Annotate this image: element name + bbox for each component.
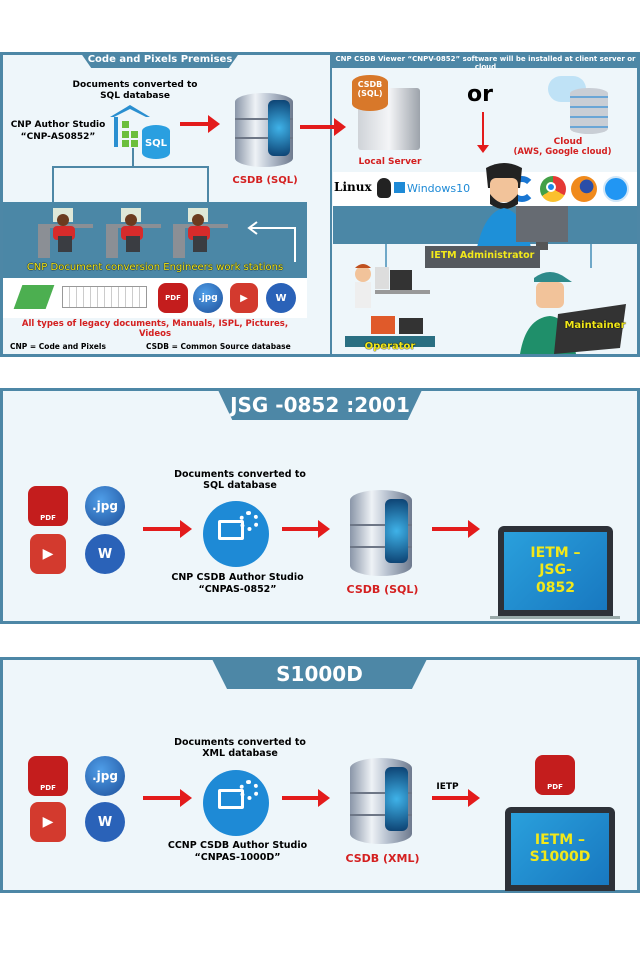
ietm-screen-label: IETM – S1000D [511,813,609,885]
cloud-label: Cloud [553,137,583,147]
sql-cylinder-icon: SQL [142,125,170,159]
arrow-down [482,112,484,148]
csdb-label: CSDB (XML) [345,852,420,865]
viewer-title: CNP CSDB Viewer “CNPV-0852” software wil… [335,55,636,72]
windows-icon [394,182,405,193]
ietm-screen-label: IETM – JSG-0852 [504,532,607,610]
author-studio-icon [203,770,269,836]
maintainer-label: Maintainer [564,320,626,331]
sql-label: SQL [144,138,168,149]
video-icon: ▶ [30,534,66,574]
safari-icon [603,176,629,202]
author-studio-label: CNP Author Studio [10,120,106,130]
csdb-database-icon [235,93,293,167]
author-studio-code: “CNP-AS0852” [20,132,96,142]
local-server-label: Local Server [358,157,422,167]
jpg-icon: .jpg [193,283,223,313]
cloud-database-icon [570,88,608,134]
cnp-definition: CNP = Code and Pixels [10,342,106,351]
chrome-icon [540,176,566,202]
tux-icon [377,178,391,198]
arrow-down-maintainer [590,244,592,268]
arrow-right [432,789,480,807]
docs-converted-label: Documents converted to XML database [174,737,306,760]
connector [52,166,208,168]
arrow-right [282,520,330,538]
docs-converted-label: Documents converted to SQL database [174,469,306,492]
studio-label: CNP CSDB Author Studio [171,572,304,583]
warehouse-icon [108,103,153,148]
arrow-right [143,520,192,538]
arrow-down-operator [385,244,387,268]
arrow-down-head [477,145,489,153]
engineer-workstations [3,202,307,278]
s1000d-title: S1000D [212,659,427,689]
connector [207,166,209,202]
connector [52,166,54,202]
admin-label-plate [425,246,540,268]
word-icon: W [85,534,125,574]
maintainer-illustration [520,268,630,354]
word-icon: W [266,283,296,313]
arrow-right [180,115,220,133]
video-icon: ▶ [30,802,66,842]
ietm-administrator-label: IETM Administrator [430,250,535,261]
ietp-label: IETP [436,782,459,792]
word-icon: W [85,802,125,842]
viewer-header-bar [330,52,640,68]
studio-code: “CNPAS-0852” [198,584,277,595]
jpg-icon: .jpg [85,756,125,796]
pdf-icon: PDF [535,755,575,795]
ietm-laptop: IETM – JSG-0852 [498,526,613,616]
windows-label: Windows10 [407,182,471,195]
jsg-title: JSG -0852 :2001 [218,390,422,420]
engineering-drawing-icon [62,286,147,308]
ietm-administrator-illustration [474,162,570,252]
premises-title: Code and Pixels Premises [80,52,240,68]
ietm-laptop: IETM – S1000D [505,807,615,891]
pdf-icon: PDF [28,756,68,796]
laptop-base [490,616,620,619]
studio-code: “CNPAS-1000D” [194,852,281,863]
arrow-right [143,789,192,807]
divider [330,68,332,355]
studio-label: CCNP CSDB Author Studio [167,840,308,851]
pdf-icon: PDF [158,283,188,313]
arrow-right [300,118,346,136]
docs-converted-label: Documents converted to SQL database [72,80,198,101]
arrow-right [282,789,330,807]
author-studio-icon [203,501,269,567]
firefox-icon [571,176,597,202]
csdb-label: CSDB (SQL) [232,175,298,186]
cloud-providers-label: (AWS, Google cloud) [513,147,612,157]
server-csdb-badge: CSDB (SQL) [352,75,388,111]
or-label: or [467,82,493,107]
csdb-database-icon [350,758,412,844]
jpg-icon: .jpg [85,486,125,526]
legacy-docs-label: All types of legacy documents, Manuals, … [21,319,289,340]
linux-logo: Linux [334,180,372,194]
workstations-label: CNP Document conversion Engineers work s… [26,262,284,273]
connector [132,148,134,168]
csdb-definition: CSDB = Common Source database [146,342,291,351]
operator-illustration [345,262,435,347]
video-icon: ▶ [230,283,258,313]
pdf-icon: PDF [28,486,68,526]
csdb-database-icon [350,490,412,576]
operator-label: Operator [364,341,416,352]
arrow-right [432,520,480,538]
csdb-label: CSDB (SQL) [346,583,419,596]
